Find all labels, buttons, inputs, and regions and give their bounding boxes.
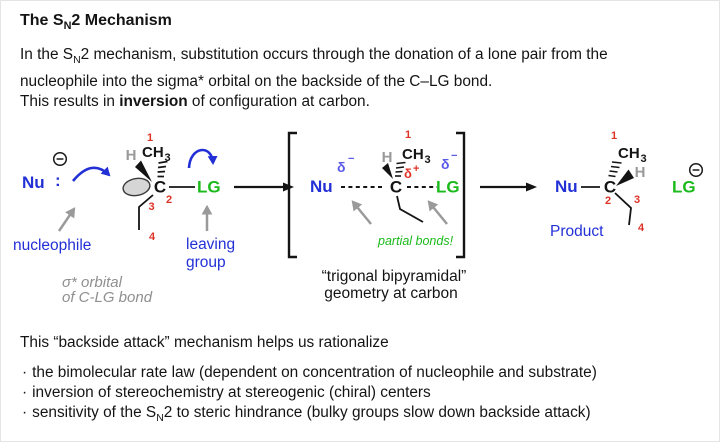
reactant-number-2: 2 [166,194,172,206]
bullet-text-2: inversion of stereochemistry at stereoge… [32,384,431,401]
reactant-number-1: 1 [147,132,153,144]
partial-bond-pointer-right-icon [427,200,448,225]
title-pre: The S [20,12,64,29]
reactant-lone-pair: : [55,171,61,190]
leaving-group-label-line1: leaving [186,236,235,253]
product-number-1: 1 [611,130,617,142]
product-ch3-subscript: 3 [641,153,647,165]
ts-wedge-bond [382,163,393,179]
intro-line1-pre: In the S [20,46,74,63]
title-subscript: N [63,20,72,33]
page-title: The SN2 Mechanism [20,12,172,32]
bullet-item-inversion: ·inversion of stereochemistry at stereog… [22,383,597,403]
reactant-number-3: 3 [149,201,155,213]
intro-paragraph: In the SN2 mechanism, substitution occur… [20,44,608,92]
product-nu-label: Nu [555,177,578,196]
sigma-orbital-caption-line1: σ* orbital [62,274,123,291]
inversion-sentence: This results in inversion of configurati… [20,93,370,111]
reactant-negative-charge-icon [52,151,68,167]
product-number-2: 2 [605,195,611,207]
bullet-dot: · [22,384,28,401]
sigma-orbital-caption-line2: of C-LG bond [62,289,153,306]
leaving-curved-arrow-icon [187,148,218,169]
partial-bond-pointer-left-icon [351,200,372,225]
bullet-dot: · [22,404,28,421]
product-molecule: Nu C 2 CH 3 1 H 3 4 LG Product [550,130,704,240]
bullet-text-3-post: 2 to steric hindrance (bulky groups slow… [163,404,591,421]
product-h-label: H [635,164,646,181]
product-ethyl-chain [614,192,632,226]
reactant-c-label: C [154,178,166,197]
inversion-bold: inversion [119,93,188,110]
product-number-4: 4 [638,222,645,234]
reaction-arrow-1-icon [234,182,294,192]
right-bracket [456,131,466,259]
ts-delta-plus: δ [404,166,412,181]
product-wedge-bond [616,169,634,186]
partial-bonds-label: partial bonds! [377,234,454,248]
product-number-3: 3 [634,194,640,206]
product-negative-charge-icon [688,162,704,178]
bullet-list: ·the bimolecular rate law (dependent on … [22,363,597,429]
bullet-item-steric: ·sensitivity of the SN2 to steric hindra… [22,403,597,429]
ts-delta-minus-left-sign: − [348,153,354,165]
inversion-pre: This results in [20,93,120,110]
product-c-label: C [604,178,616,197]
reactant-ch3-label: CH [142,144,164,161]
reactant-wedge-bond [135,160,152,182]
reaction-arrow-2-icon [480,182,537,192]
ts-h-label: H [382,149,393,166]
footer-lead: This “backside attack” mechanism helps u… [20,334,389,351]
product-lg-label: LG [672,178,696,197]
intro-line1-subscript: N [73,55,81,67]
ts-delta-minus-left: δ [337,159,346,175]
ts-delta-minus-right: δ [441,156,450,172]
ts-c-label: C [390,178,402,197]
bullet-text-3-pre: sensitivity of the S [32,404,157,421]
ts-caption-line1: “trigonal bipyramidal” [322,268,467,285]
leaving-group-label-line2: group [186,254,226,271]
title-post: 2 Mechanism [71,12,172,29]
ts-lg-label: LG [436,178,460,197]
reactant-molecule: Nu : H CH 3 1 C 2 LG 3 [22,132,221,243]
intro-line2: nucleophile into the sigma* orbital on t… [20,73,493,91]
bullet-text-3-subscript: N [156,413,164,425]
ts-delta-minus-right-sign: − [451,150,457,162]
reactant-hash-bond [157,160,168,178]
product-ch3-label: CH [618,145,640,162]
sigma-star-orbital-lobe [122,177,151,197]
bullet-dot: · [22,364,28,381]
ts-hash-bond [395,161,406,177]
ts-ethyl-chain [396,195,424,223]
inversion-post: of configuration at carbon. [187,93,370,110]
nucleophile-pointer-arrow-icon [57,207,76,232]
left-bracket [287,131,297,259]
intro-line1-post: 2 mechanism, substitution occurs through… [80,46,608,63]
reactant-lg-label: LG [197,178,221,197]
ts-number-1: 1 [405,129,411,141]
bullet-text-1: the bimolecular rate law (dependent on c… [32,364,597,381]
product-hash-bond [608,161,622,178]
bullet-item-rate-law: ·the bimolecular rate law (dependent on … [22,363,597,383]
reactant-ethyl-chain [138,194,154,230]
reactant-number-4: 4 [149,231,156,243]
ts-delta-plus-sign: + [413,163,419,175]
product-label: Product [550,223,604,240]
ts-caption-line2: geometry at carbon [324,285,458,302]
ts-ch3-subscript: 3 [425,154,431,166]
ts-ch3-label: CH [402,146,424,163]
attack-curved-arrow-icon [71,166,111,182]
transition-state-molecule: Nu δ − H CH 3 1 C δ + δ − LG p [310,129,460,248]
reactant-h-label: H [126,147,137,164]
reactant-ch3-subscript: 3 [165,152,171,164]
ts-nu-label: Nu [310,177,333,196]
nucleophile-label: nucleophile [13,237,91,254]
reactant-nu-label: Nu [22,173,45,192]
